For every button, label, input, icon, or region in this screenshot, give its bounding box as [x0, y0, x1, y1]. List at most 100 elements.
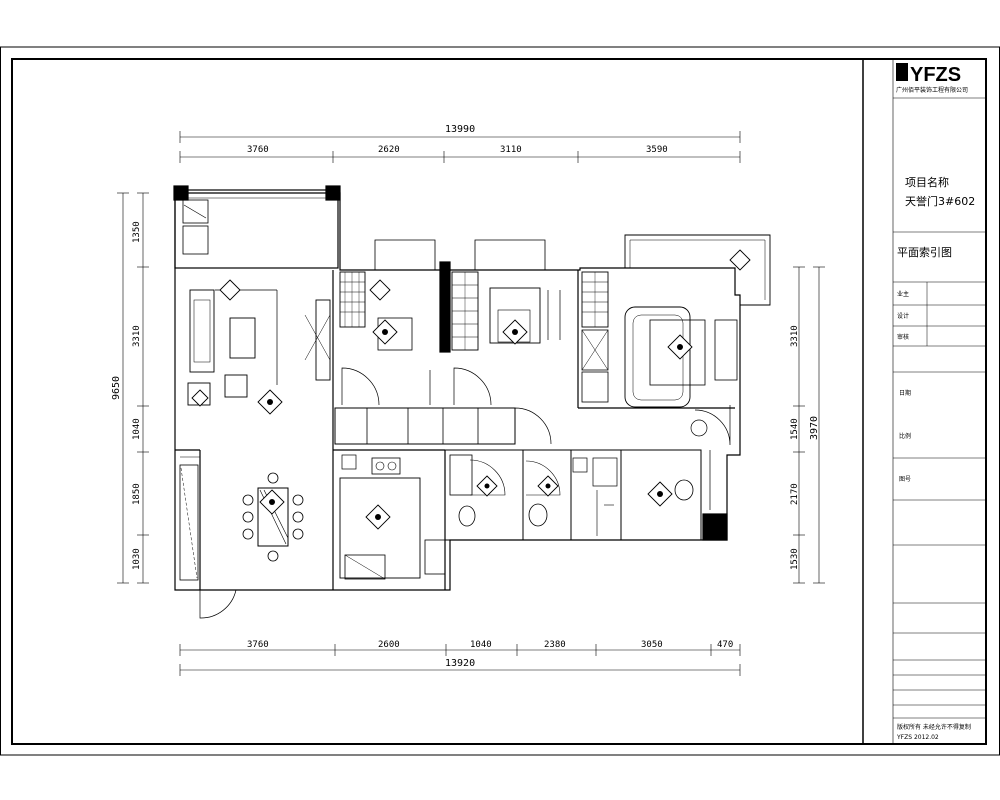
field-number: 图号 — [899, 476, 911, 483]
index-marker-living-sofa — [191, 389, 209, 407]
tv-cabinet — [315, 299, 331, 381]
top-dimension-1: 3760 — [247, 145, 269, 155]
top-dimension-2: 2620 — [378, 145, 400, 155]
corridor-door — [514, 407, 552, 445]
dining-table — [257, 487, 289, 547]
footer-line-1: 版权所有 未经允许不得复制 — [897, 723, 971, 731]
master-lamp — [690, 419, 708, 437]
bedroom-1-wardrobe — [339, 271, 366, 328]
balcony-cabinet — [182, 225, 209, 255]
master-bath — [570, 449, 622, 541]
left-dimension-5: 1030 — [132, 548, 142, 570]
logo-subtitle: 广州佰平装饰工程有限公司 — [896, 86, 968, 94]
column-bottom-right — [702, 513, 728, 541]
dining-chair-3 — [242, 528, 254, 540]
top-total-dimension: 13990 — [445, 124, 475, 135]
column-top-mid — [325, 185, 341, 201]
bottom-dimension-chain — [179, 644, 741, 676]
entrance-door-swing — [199, 589, 237, 619]
washing-machine — [182, 199, 209, 224]
dining-chair-4 — [292, 494, 304, 506]
bottom-dimension-2: 2600 — [378, 640, 400, 650]
bottom-dimension-6: 470 — [717, 640, 733, 650]
bottom-dimension-1: 3760 — [247, 640, 269, 650]
column-top-left — [173, 185, 189, 201]
left-dimension-chain — [117, 192, 149, 584]
title-block: YFZS 广州佰平装饰工程有限公司 项目名称 天誉门3#602 平面索引图 业主… — [862, 59, 986, 744]
dining-chair-7 — [267, 472, 279, 484]
field-scale: 比例 — [899, 432, 911, 440]
sheet-inner-border — [11, 58, 987, 745]
bathroom-2-toilet — [528, 503, 548, 527]
right-total-dimension: 3970 — [809, 416, 820, 440]
index-marker-living-top — [219, 279, 241, 301]
dining-chair-2 — [242, 511, 254, 523]
living-sofa — [189, 289, 215, 373]
bedroom-2-balcony — [474, 239, 546, 270]
bathroom-1-vanity — [449, 454, 473, 496]
kitchen-fridge — [424, 539, 446, 575]
master-nightstand — [714, 319, 738, 381]
bottom-total-dimension: 13920 — [445, 658, 475, 669]
master-bed — [649, 319, 706, 386]
right-dimension-2: 1540 — [790, 418, 800, 440]
kitchen-stove — [371, 457, 401, 475]
left-total-dimension: 9650 — [111, 376, 122, 400]
index-marker-dots — [267, 329, 683, 520]
bedroom-1-door — [341, 367, 380, 406]
armchair-1 — [224, 374, 248, 398]
floor-plan — [173, 185, 771, 619]
bedroom-2-door — [453, 367, 492, 406]
left-dimension-3: 1040 — [132, 418, 142, 440]
field-reviewer: 审核 — [897, 333, 909, 341]
bedroom-1-balcony — [374, 239, 436, 270]
bottom-dimension-4: 2380 — [544, 640, 566, 650]
structural-wall — [439, 261, 451, 353]
dining-chair-1 — [242, 494, 254, 506]
top-dimension-4: 3590 — [646, 145, 668, 155]
coffee-table — [229, 317, 256, 359]
footer-line-2: YFZS 2012.02 — [896, 734, 939, 741]
field-date: 日期 — [899, 389, 911, 397]
master-dressing — [620, 449, 702, 541]
index-markers — [191, 249, 751, 530]
company-logo: YFZS 广州佰平装饰工程有限公司 — [896, 63, 968, 94]
master-bath-toilet — [674, 479, 694, 501]
left-dimension-2: 3310 — [132, 325, 142, 347]
dining-sideboard — [179, 464, 199, 581]
bathroom-1-door — [469, 459, 506, 496]
master-balcony — [624, 234, 771, 306]
kitchen-counter — [339, 477, 421, 579]
bathroom-1-toilet — [458, 505, 476, 527]
project-name: 天誉门3#602 — [905, 194, 975, 208]
kitchen-sink — [344, 554, 386, 580]
top-dimension-chain — [179, 131, 741, 163]
balcony-top-left — [174, 189, 339, 269]
master-bath-sink — [572, 457, 588, 473]
right-dimension-4: 1530 — [790, 548, 800, 570]
left-dimension-4: 1850 — [132, 483, 142, 505]
bottom-dimension-5: 3050 — [641, 640, 663, 650]
right-dimension-3: 2170 — [790, 483, 800, 505]
index-marker-bedroom-1-top — [369, 279, 391, 301]
top-dimension-3: 3110 — [500, 145, 522, 155]
field-designer: 设计 — [897, 312, 909, 320]
master-sofa-curve — [624, 306, 691, 408]
master-door — [694, 405, 731, 446]
logo-text: YFZS — [910, 64, 961, 86]
bathroom-2-door — [525, 460, 561, 496]
bottom-dimension-3: 1040 — [470, 640, 492, 650]
corridor-cabinet — [334, 407, 516, 445]
exterior-walls — [174, 192, 741, 591]
dining-chair-6 — [292, 528, 304, 540]
right-dimension-1: 3310 — [790, 325, 800, 347]
field-owner: 业主 — [897, 290, 909, 298]
right-dimension-chain — [793, 266, 825, 584]
dining-chair-5 — [292, 511, 304, 523]
left-dimension-1: 1350 — [132, 221, 142, 243]
dining-chair-8 — [267, 550, 279, 562]
project-label: 项目名称 — [905, 175, 949, 189]
drawing-title: 平面索引图 — [897, 245, 952, 259]
index-marker-master-balcony — [729, 249, 751, 271]
